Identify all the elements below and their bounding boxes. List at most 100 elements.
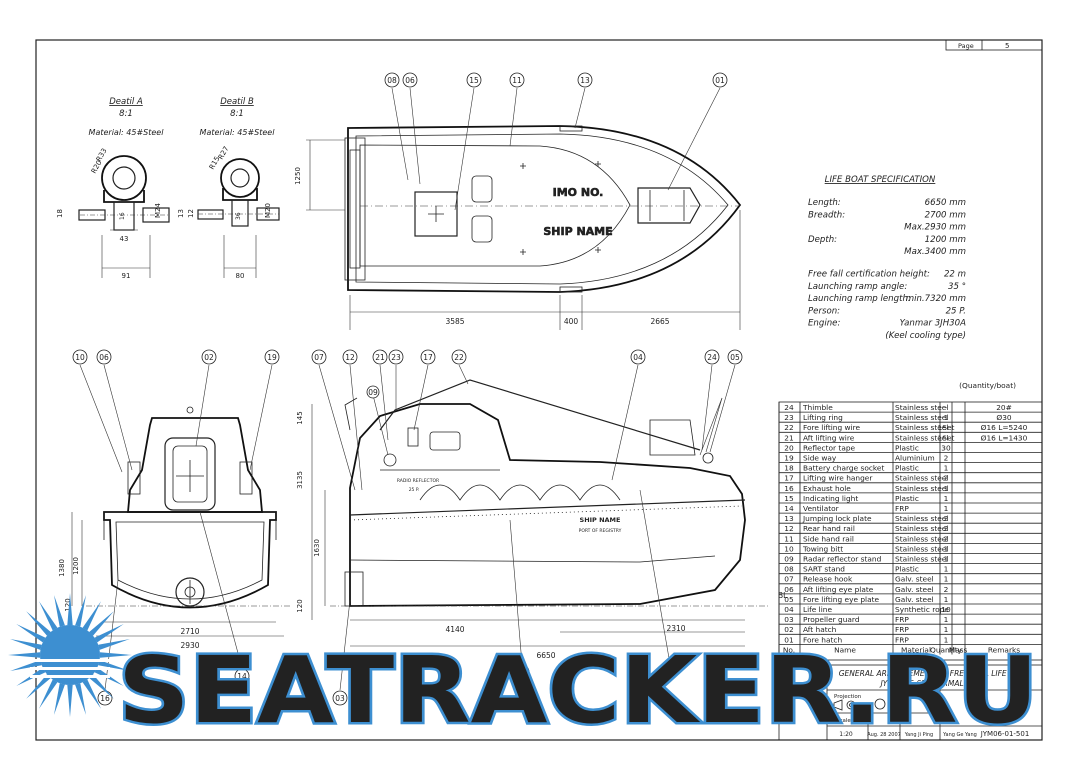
parts-no: 08	[784, 565, 794, 574]
parts-name: Battery charge socket	[803, 464, 884, 473]
parts-name: Aft hatch	[803, 625, 837, 634]
parts-name: Aft lifting wire	[803, 433, 855, 442]
parts-qty: 1	[944, 484, 949, 493]
spec-value: Max.2930 mm	[904, 223, 966, 233]
parts-name: Towing bitt	[802, 544, 843, 553]
front-dim-2930: 2930	[180, 641, 199, 650]
detail-a-scale: 8:1	[119, 109, 133, 119]
spec-title: LIFE BOAT SPECIFICATION	[825, 175, 936, 185]
parts-name: Ventilator	[803, 504, 840, 513]
detail-b-scale: 8:1	[230, 109, 244, 119]
title-scale-label: Scale	[836, 718, 851, 724]
side-callout-23: 23	[391, 353, 401, 362]
plan-shipname-text: SHIP NAME	[543, 225, 612, 238]
title-block: GENERAL ARRANGEMENT OF FREE-FALL LIFE BO…	[778, 664, 1043, 741]
parts-qty: 1	[944, 494, 949, 503]
parts-qty: 1	[944, 615, 949, 624]
page-number: 5	[1005, 42, 1009, 50]
parts-qty: 2	[944, 585, 949, 594]
drawing-frame	[35, 39, 1043, 741]
detail-a-dim-91: 91	[122, 272, 131, 280]
side-dim-2310: 2310	[666, 624, 685, 633]
parts-name: Propeller guard	[803, 615, 860, 624]
parts-material: Plastic	[895, 464, 919, 473]
parts-material: Aluminium	[895, 454, 935, 463]
parts-no: 01	[784, 635, 794, 644]
parts-header-cell: Material	[901, 645, 931, 654]
detail-b-title: Deatil B	[220, 97, 254, 107]
title-drawing-number: JYM06-01-501	[980, 730, 1030, 738]
parts-name: Indicating light	[803, 494, 858, 503]
parts-qty: 1Set	[938, 433, 955, 442]
front-callout-14: 14	[237, 672, 247, 681]
front-callout-06: 06	[99, 353, 109, 362]
detail-b-dim-13: 13	[177, 209, 185, 218]
parts-no: 16	[784, 484, 794, 493]
parts-name: Rear hand rail	[803, 524, 855, 533]
parts-header-cell: No.	[783, 645, 795, 654]
parts-no: 18	[784, 464, 794, 473]
parts-no: 13	[784, 514, 794, 523]
front-dim-1380: 1380	[58, 559, 66, 577]
parts-no: 19	[784, 454, 794, 463]
detail-b-dim-80: 80	[236, 272, 245, 280]
parts-material: Stainless steel	[895, 555, 948, 564]
parts-name: Jumping lock plate	[802, 514, 872, 523]
parts-name: Radar reflector stand	[803, 555, 882, 564]
side-callout-22: 22	[454, 353, 464, 362]
side-hull-outline	[349, 403, 746, 607]
parts-qty: 1	[944, 544, 949, 553]
spec-value: Yanmar 3JH30A	[900, 319, 966, 329]
side-dim-145: 145	[296, 411, 304, 424]
parts-qty: 2	[944, 514, 949, 523]
side-callout-18: 18	[517, 668, 527, 677]
spec-label: Breadth:	[808, 210, 845, 220]
parts-material: Stainless steel	[895, 413, 948, 422]
seatracker-watermark: SEATRACKER.RU	[8, 593, 1041, 747]
plan-callout-01: 01	[715, 76, 725, 85]
parts-qty: 1	[944, 413, 949, 422]
parts-no: 06	[784, 585, 794, 594]
parts-no: 07	[784, 575, 794, 584]
parts-qty: 2	[944, 454, 949, 463]
parts-material: Synthetic rope	[895, 605, 949, 614]
side-life-line	[419, 484, 621, 501]
detail-b-dim-12: 12	[187, 209, 195, 218]
title-line-2: JYM-FN-6.65 (NORMAL TYPE)	[879, 679, 988, 688]
plan-callout-15: 15	[469, 76, 479, 85]
spec-value: 6650 mm	[925, 198, 966, 208]
parts-material: FRP	[895, 625, 909, 634]
front-dim-120: 120	[64, 598, 72, 611]
detail-b-dim-36: 36	[235, 212, 242, 220]
title-date: Aug. 28 2007	[867, 732, 901, 738]
parts-material: Stainless steel	[895, 484, 948, 493]
parts-qty: 1Set	[938, 423, 955, 432]
parts-no: 10	[784, 544, 794, 553]
parts-no: 21	[784, 433, 794, 442]
parts-material: Galv. steel	[895, 595, 934, 604]
parts-no: 20	[784, 443, 794, 452]
spec-label: Launching ramp angle:	[808, 282, 907, 292]
front-dim-2710: 2710	[180, 627, 199, 636]
spec-value: 2700 mm	[925, 210, 966, 220]
detail-b: Deatil B 8:1 Material: 45#Steel R27 R15 …	[177, 97, 280, 280]
detail-a-title: Deatil A	[109, 97, 143, 107]
plan-aft-hatch	[414, 191, 458, 237]
parts-material: FRP	[895, 615, 909, 624]
projection-symbol-icon	[833, 699, 843, 711]
side-dim-6650: 6650	[536, 651, 555, 660]
detail-b-material: Material: 45#Steel	[200, 128, 276, 137]
plan-callout-13: 13	[580, 76, 590, 85]
spec-label: Person:	[808, 306, 840, 316]
parts-no: 17	[784, 474, 794, 483]
side-callout-12: 12	[345, 353, 355, 362]
parts-no: 02	[784, 625, 793, 634]
